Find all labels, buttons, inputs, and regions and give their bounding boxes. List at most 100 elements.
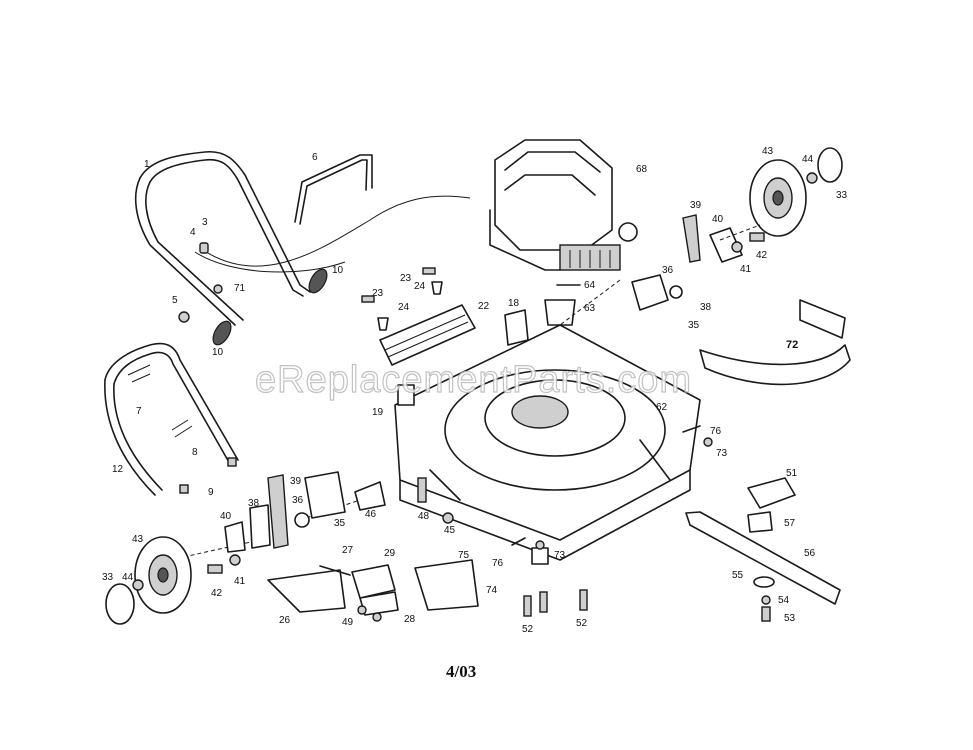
bracket-40-front [224, 521, 246, 553]
assembly-line-2 [719, 224, 761, 241]
callout: 44 [802, 154, 814, 165]
nut-45 [442, 512, 454, 524]
bolt-71 [213, 284, 223, 294]
callout: 6 [312, 152, 318, 163]
callout: 62 [656, 402, 668, 413]
callout: 8 [192, 447, 198, 458]
mulch-plug-75 [414, 559, 479, 611]
callout: 39 [690, 200, 702, 211]
handle-knob-upper [308, 268, 328, 294]
wheel-cover-33-front [105, 583, 135, 625]
baffle-22 [379, 304, 476, 366]
door-29 [351, 564, 396, 599]
handle-bolt-8 [171, 419, 193, 438]
bracket-46 [354, 481, 386, 511]
assembly-line-1 [559, 279, 621, 326]
nut-24a [377, 317, 389, 331]
callout: 73 [554, 550, 566, 561]
washer-36-front [294, 512, 310, 528]
handle-bolt-9a [179, 484, 189, 494]
callout: 19 [372, 407, 384, 418]
callout: 33 [836, 190, 848, 201]
callout: 1 [144, 159, 150, 170]
bolt-42-front [207, 564, 223, 574]
callout: 26 [279, 615, 291, 626]
callout: 38 [700, 302, 712, 313]
lower-handle [104, 342, 239, 496]
callout: 49 [342, 617, 354, 628]
washer-36-rear [669, 285, 683, 299]
callout: 45 [444, 525, 456, 536]
handle-bracket-7 [127, 364, 151, 383]
callout: 29 [384, 548, 396, 559]
deck-part-19 [397, 384, 415, 406]
callout: 43 [762, 146, 774, 157]
callout: 35 [688, 320, 700, 331]
bolt-5 [178, 311, 190, 323]
washer-54 [761, 595, 771, 605]
upper-handle [134, 150, 311, 326]
callout: 12 [112, 464, 124, 475]
callout: 71 [234, 283, 246, 294]
callout: 53 [784, 613, 796, 624]
hubcap-44-rear [806, 172, 818, 184]
hubcap-44-front [132, 579, 144, 591]
callout: 41 [234, 576, 246, 587]
callout: 38 [248, 498, 260, 509]
washer-55 [753, 576, 775, 588]
watermark: eReplacementParts.com [255, 359, 692, 401]
bracket-74 [531, 547, 549, 565]
nut-24b [431, 281, 443, 295]
bolt-23b [422, 267, 436, 275]
bolt-48 [417, 477, 427, 503]
mulch-plate-36 [631, 274, 669, 311]
callout: 75 [458, 550, 470, 561]
callout: 9 [208, 487, 214, 498]
callout: 18 [508, 298, 520, 309]
bolt-52c [539, 591, 548, 613]
control-cable-lower [194, 251, 346, 273]
callout: 42 [211, 588, 223, 599]
discharge-chute-26 [267, 569, 346, 613]
baffle-22-ribs [384, 314, 469, 358]
callout: 42 [756, 250, 768, 261]
callout: 27 [342, 545, 354, 556]
control-cable [199, 195, 471, 267]
callout: 7 [136, 406, 142, 417]
callout: 46 [365, 509, 377, 520]
bracket-38-front [249, 504, 271, 549]
nut-73-right [703, 437, 713, 447]
callout: 52 [522, 624, 534, 635]
callout: 4 [190, 227, 196, 238]
callout-labels: 1 3 4 5 6 10 71 10 12 7 8 9 23 24 23 24 … [102, 146, 848, 635]
mower-deck [394, 324, 701, 561]
callout: 39 [290, 476, 302, 487]
bolt-23a [361, 295, 375, 303]
bolt-76-right [682, 425, 701, 433]
blade-bolt-53 [761, 606, 771, 622]
callout: 10 [212, 347, 224, 358]
blade-56 [685, 511, 841, 605]
bolt-42-rear [749, 232, 765, 242]
callout: 56 [804, 548, 816, 559]
callout: 23 [400, 273, 412, 284]
blade-adapter-57 [747, 511, 773, 533]
callout: 74 [486, 585, 498, 596]
bolt-52a [523, 595, 532, 617]
control-bar [294, 154, 373, 225]
axle-bracket-35-front [304, 471, 346, 519]
callout: 52 [576, 618, 588, 629]
callout: 36 [662, 265, 674, 276]
clip-3 [199, 242, 209, 254]
callout: 43 [132, 534, 144, 545]
callout: 23 [372, 288, 384, 299]
callout: 55 [732, 570, 744, 581]
bolt-52b [579, 589, 588, 611]
wheel-cover-33-rear [817, 147, 843, 183]
callout: 57 [784, 518, 796, 529]
callout: 73 [716, 448, 728, 459]
nut-49a [357, 605, 367, 615]
callout: 44 [122, 572, 134, 583]
callout: 35 [334, 518, 346, 529]
